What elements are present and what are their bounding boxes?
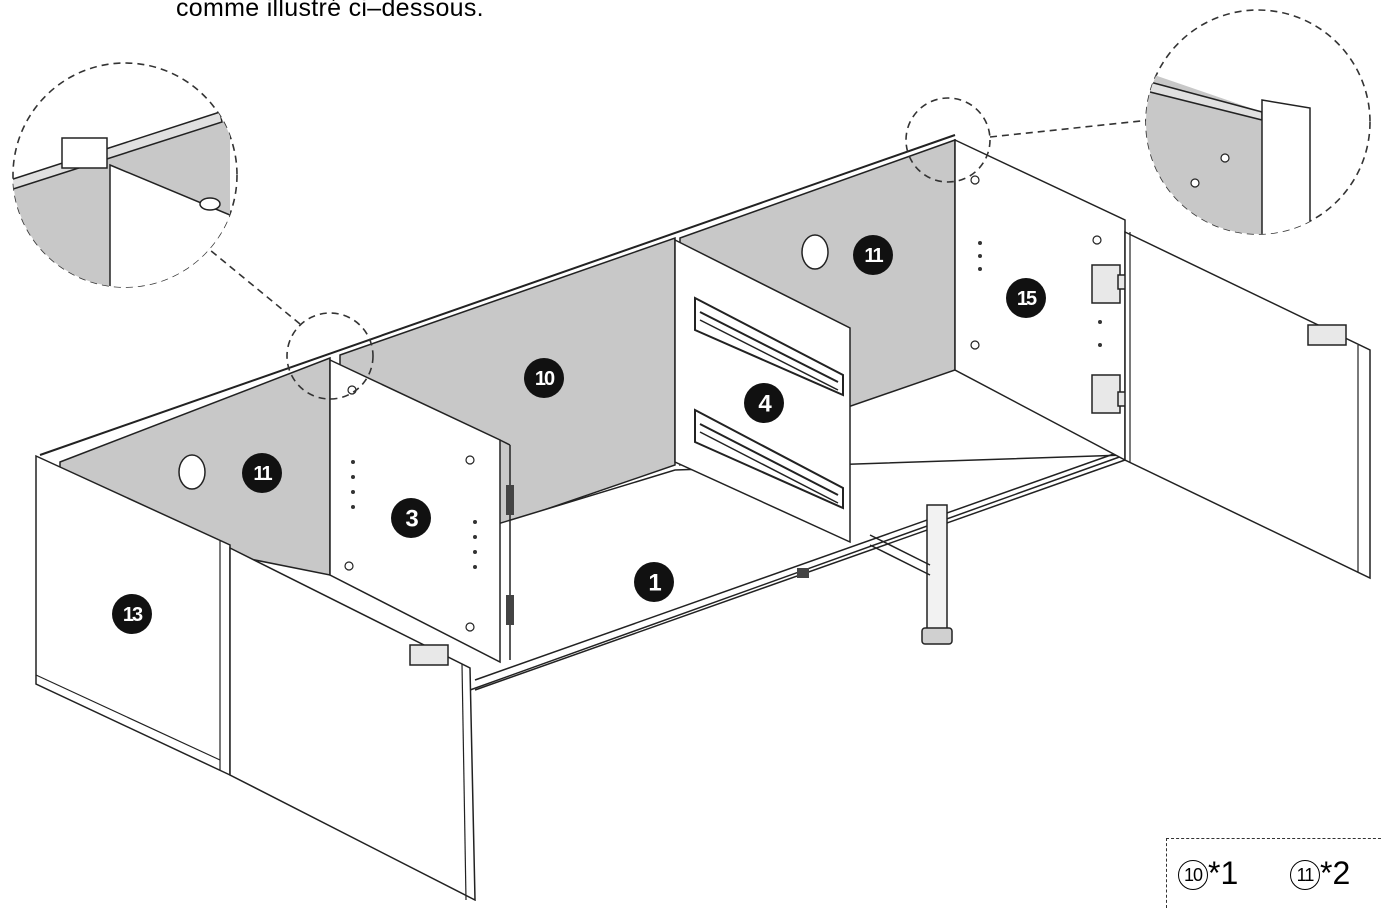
svg-text:10: 10	[535, 368, 555, 390]
label-part-11-left: 11	[242, 453, 282, 493]
part-number-badge: 10	[1178, 860, 1208, 890]
label-part-15: 15	[1006, 278, 1046, 318]
svg-text:1: 1	[648, 570, 661, 597]
svg-text:11: 11	[864, 245, 883, 267]
quantity-count: *2	[1320, 855, 1351, 891]
svg-text:15: 15	[1017, 288, 1037, 310]
quantity-item-10: 10*1	[1178, 855, 1238, 892]
front-panel-bottom	[229, 546, 476, 901]
svg-text:3: 3	[405, 506, 418, 533]
door-right	[1124, 230, 1371, 580]
callout-left	[12, 62, 374, 400]
svg-text:13: 13	[123, 604, 143, 626]
detail-left	[13, 111, 231, 287]
quantity-count: *1	[1208, 855, 1239, 891]
label-part-13: 13	[112, 594, 152, 634]
svg-text:11: 11	[253, 463, 272, 485]
quantity-box	[1166, 838, 1381, 908]
side-panel-right	[954, 138, 1146, 462]
label-part-11-right: 11	[853, 235, 893, 275]
label-part-1: 1	[634, 562, 674, 602]
label-part-4: 4	[744, 383, 784, 423]
instruction-text: comme illustré ci–dessous.	[176, 0, 484, 22]
quantity-item-11: 11*2	[1290, 855, 1350, 892]
part-number-badge: 11	[1290, 860, 1320, 890]
label-part-10: 10	[524, 358, 564, 398]
label-part-3: 3	[391, 498, 431, 538]
leg	[797, 504, 953, 645]
detail-right	[1146, 70, 1311, 234]
